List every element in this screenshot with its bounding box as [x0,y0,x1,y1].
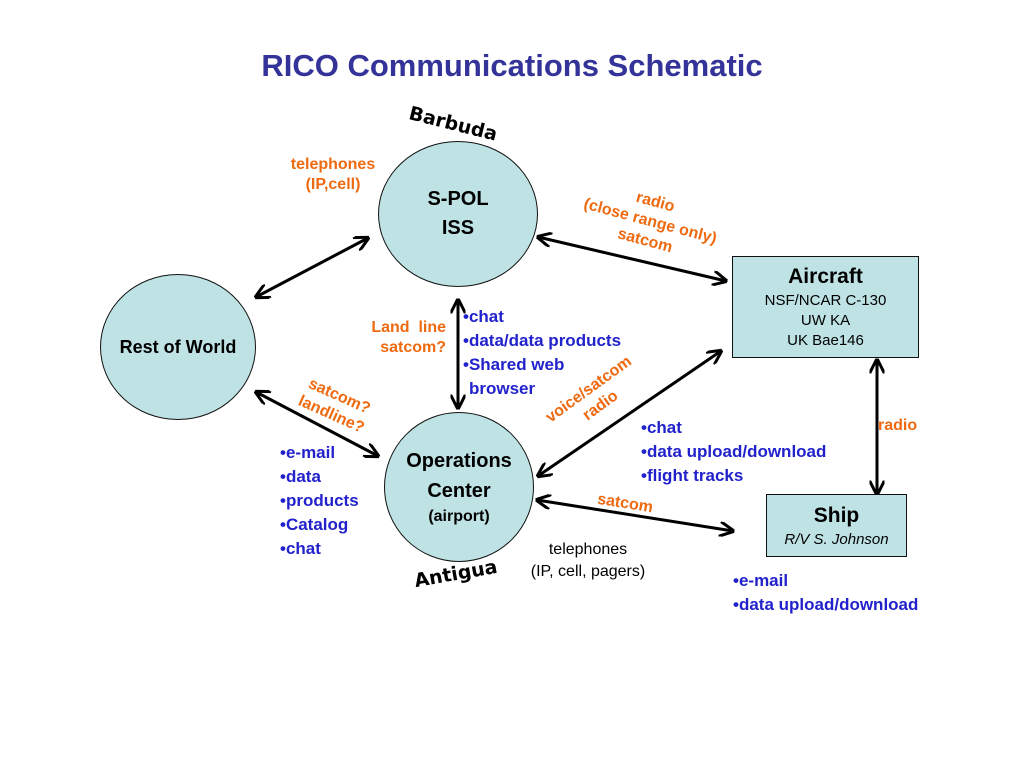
ship-box[interactable]: Ship R/V S. Johnson [766,494,907,557]
link-label-ops-phones: telephones(IP, cell, pagers) [530,541,646,580]
ops-label-2: Center [427,480,491,502]
spol-label-2: ISS [441,217,475,239]
service-item: flight tracks [641,464,826,488]
link-label-aircraft-ship: radio [878,417,918,434]
aircraft-line: UW KA [800,312,851,329]
service-item: data upload/download [733,593,918,617]
aircraft-line: NSF/NCAR C-130 [764,292,887,309]
services-spol-ops: chat data/data products Shared web brows… [463,305,621,401]
ship-title: Ship [813,504,860,527]
page-title: RICO Communications Schematic [261,48,763,83]
aircraft-line: UK Bae146 [787,332,864,349]
ops-label-3: (airport) [428,508,490,525]
arrow-ops-aircraft [538,351,721,476]
service-item: data/data products [463,329,621,353]
arrow-ops-ship [537,500,733,531]
service-item: data [280,465,359,489]
services-ship: e-mail data upload/download [733,569,918,617]
services-ops-aircraft: chat data upload/download flight tracks [641,416,826,488]
aircraft-box[interactable]: Aircraft NSF/NCAR C-130 UW KA UK Bae146 [732,256,919,358]
service-item: e-mail [733,569,918,593]
world-label: Rest of World [119,336,237,357]
arrow-spol-aircraft [538,237,726,281]
spol-label-1: S-POL [427,188,489,210]
service-item: browser [469,379,536,398]
ship-subtitle: R/V S. Johnson [784,531,889,548]
service-item: chat [463,305,621,329]
ops-label-1: Operations [406,450,512,472]
spol-node[interactable]: S-POL ISS [378,141,538,287]
services-world-ops: e-mail data products Catalog chat [280,441,359,561]
service-item: data upload/download [641,440,826,464]
service-item: chat [280,537,359,561]
service-item: e-mail [280,441,359,465]
service-item: Shared web [463,353,621,377]
service-item: products [280,489,359,513]
service-item: Catalog [280,513,359,537]
aircraft-title: Aircraft [788,265,863,288]
link-label-spol-world: telephones(IP,cell) [290,156,376,193]
rest-of-world-node[interactable]: Rest of World [100,274,256,420]
service-item: chat [641,416,826,440]
arrow-world-spol [256,238,368,297]
operations-center-node[interactable]: Operations Center (airport) [384,412,534,562]
